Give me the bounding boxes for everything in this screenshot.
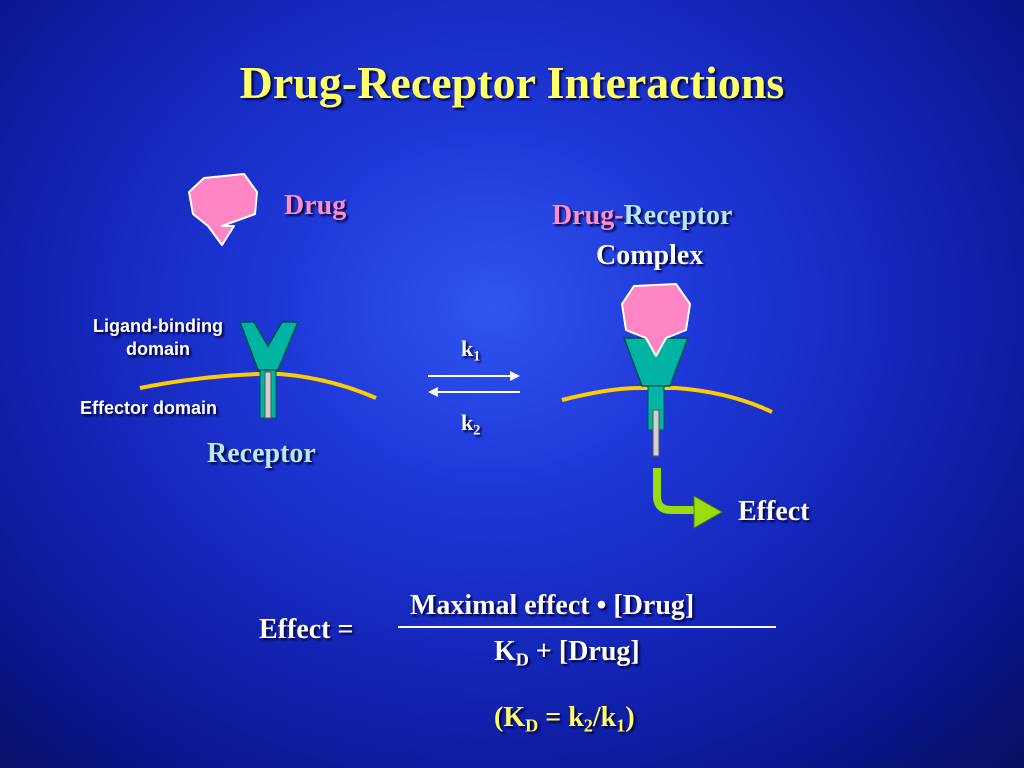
k2-k: k [461, 410, 474, 435]
kd-sub-1: 1 [616, 715, 626, 736]
effect-arrow [653, 468, 694, 514]
kd-sub-d: D [525, 715, 539, 736]
kd-mid: = k [538, 702, 584, 733]
kd-slash: /k [592, 702, 617, 733]
complex-shape [621, 283, 691, 457]
k2-sub: 2 [473, 422, 481, 439]
ligand-binding-label: Ligand-binding domain [78, 316, 238, 360]
equation-numerator: Maximal effect • [Drug] [410, 590, 695, 621]
equation-lhs: Effect = [259, 614, 354, 645]
membrane-left [139, 372, 377, 400]
effect-label: Effect [738, 496, 810, 527]
denominator-rest: + [Drug] [528, 636, 640, 667]
kd-sub-2: 2 [583, 715, 593, 736]
complex-dash: - [614, 200, 624, 231]
complex-receptor-word: Receptor [623, 200, 733, 231]
k1-sub: 1 [473, 348, 481, 365]
kd-open: (K [494, 702, 526, 733]
drug-shape [188, 173, 258, 246]
denominator-k: K [494, 636, 516, 667]
complex-drug-word: Drug [552, 200, 615, 231]
drug-label: Drug [284, 190, 347, 221]
ligand-line1: Ligand-binding [93, 316, 223, 336]
k2-label: k2 [461, 410, 480, 439]
kd-definition: (KD = k2/k1) [494, 702, 635, 736]
k1-k: k [461, 336, 474, 361]
effector-domain-label: Effector domain [80, 398, 218, 418]
membrane-right [561, 386, 773, 414]
receptor-label: Receptor [207, 438, 316, 469]
kd-close: ) [625, 702, 635, 733]
k1-label: k1 [461, 336, 480, 365]
complex-label: Drug-Receptor [552, 200, 732, 232]
denominator-sub: D [515, 649, 529, 670]
slide-title: Drug-Receptor Interactions [239, 57, 785, 108]
equation-denominator: KD + [Drug] [494, 636, 640, 670]
complex-label-line2: Complex [596, 240, 704, 271]
ligand-line2: domain [125, 339, 190, 359]
receptor-shape [238, 321, 300, 419]
